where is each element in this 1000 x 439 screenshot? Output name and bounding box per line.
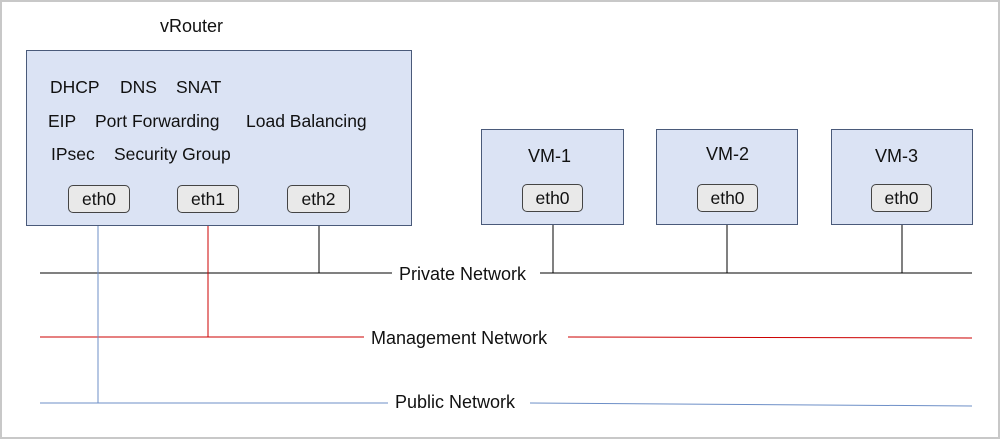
vm3-title: VM-3 [875,146,919,166]
service-security-group: Security Group [114,144,231,164]
management-network-line-right [567,336,973,339]
private-network-label: Private Network [393,264,533,285]
public-network-line-right [529,402,973,407]
service-dhcp: DHCP [50,77,100,97]
vrouter-title: vRouter [160,16,224,36]
service-eip: EIP [48,111,77,131]
service-dns: DNS [120,77,157,97]
service-ipsec: IPsec [51,144,95,164]
vm3-port-eth0: eth0 [871,184,932,212]
vm2-port-eth0: eth0 [697,184,758,212]
management-network-label: Management Network [365,328,554,349]
vrouter-port-eth2: eth2 [287,185,350,213]
public-network-label: Public Network [389,392,522,413]
service-load-balancing: Load Balancing [246,111,367,131]
vrouter-port-eth1: eth1 [177,185,239,213]
service-port-forwarding: Port Forwarding [95,111,220,131]
vm1-port-eth0: eth0 [522,184,583,212]
vm1-title: VM-1 [528,146,572,166]
service-snat: SNAT [176,77,222,97]
vrouter-port-eth0: eth0 [68,185,130,213]
vm2-title: VM-2 [706,144,750,164]
